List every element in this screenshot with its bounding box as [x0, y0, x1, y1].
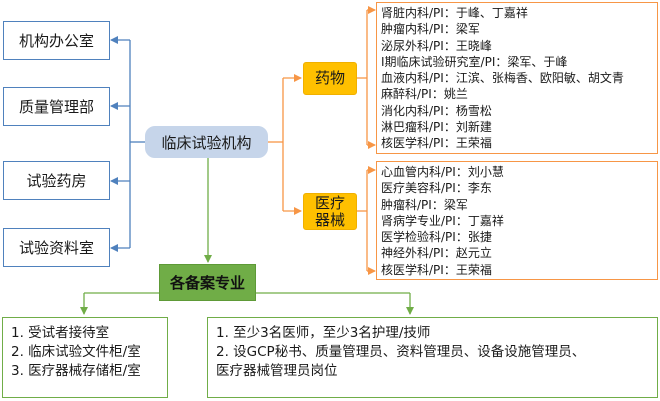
dept-archive: 试验资料室: [3, 228, 110, 267]
drug-specialty-list: 肾脏内科/PI：于峰、丁嘉祥 肿瘤内科/PI：梁军 泌尿外科/PI：王晓峰 I期…: [376, 2, 658, 154]
list-item: 麻醉科/PI：姚兰: [381, 87, 468, 102]
list-item: 1. 至少3名医师，至少3名护理/技师: [216, 325, 431, 341]
list-item: 肾病学专业/PI：丁嘉祥: [381, 213, 504, 228]
list-item: 核医学科/PI：王荣福: [381, 136, 492, 151]
dept-office: 机构办公室: [3, 21, 110, 60]
device-label-line1: 医疗: [314, 193, 345, 212]
list-item: 2. 临床试验文件柜/室: [11, 344, 141, 360]
device-label-box: 医疗 器械: [303, 193, 357, 230]
device-label-line2: 器械: [314, 210, 345, 229]
list-item: 2. 设GCP秘书、质量管理员、资料管理员、设备设施管理员、: [216, 344, 586, 360]
list-item: 血液内科/PI：江滨、张梅香、欧阳敏、胡文青: [381, 71, 624, 86]
device-specialty-list: 心血管内科/PI：刘小慧 医疗美容科/PI：李东 肿瘤科/PI：梁军 肾病学专业…: [376, 161, 658, 280]
dept-office-label: 机构办公室: [18, 32, 94, 50]
list-item: 心血管内科/PI：刘小慧: [381, 165, 504, 179]
list-item: I期临床试验研究室/PI：梁军、于峰: [381, 54, 568, 69]
filing-node-label: 各备案专业: [169, 274, 245, 292]
filing-node: 各备案专业: [159, 264, 256, 301]
list-item: 泌尿外科/PI：王晓峰: [381, 38, 492, 53]
list-item: 消化内科/PI：杨雪松: [381, 103, 492, 118]
list-item: 淋巴瘤科/PI：刘新建: [381, 120, 492, 135]
dept-quality-label: 质量管理部: [18, 98, 94, 116]
dept-pharmacy: 试验药房: [3, 161, 110, 200]
dept-quality: 质量管理部: [3, 87, 110, 126]
list-item: 肿瘤科/PI：梁军: [381, 197, 468, 212]
list-item: 医疗美容科/PI：李东: [381, 181, 492, 196]
center-node: 临床试验机构: [145, 126, 268, 158]
list-item: 肾脏内科/PI：于峰、丁嘉祥: [381, 6, 528, 20]
list-item: 医学检验科/PI：张捷: [381, 230, 492, 245]
dept-pharmacy-label: 试验药房: [26, 172, 87, 190]
list-item: 神经外科/PI：赵元立: [381, 246, 492, 261]
list-item: 3. 医疗器械存储柜/室: [11, 363, 141, 379]
list-item: 医疗器械管理员岗位: [216, 363, 338, 379]
drug-label-box: 药物: [303, 62, 357, 95]
list-item: 1. 受试者接待室: [11, 325, 110, 341]
list-item: 核医学科/PI：王荣福: [381, 262, 492, 277]
facilities-box: 1. 受试者接待室 2. 临床试验文件柜/室 3. 医疗器械存储柜/室: [2, 317, 168, 398]
center-node-label: 临床试验机构: [161, 133, 252, 152]
list-item: 肿瘤内科/PI：梁军: [381, 22, 480, 37]
dept-archive-label: 试验资料室: [18, 239, 94, 257]
drug-label: 药物: [314, 69, 345, 87]
staffing-box: 1. 至少3名医师，至少3名护理/技师 2. 设GCP秘书、质量管理员、资料管理…: [207, 317, 658, 398]
